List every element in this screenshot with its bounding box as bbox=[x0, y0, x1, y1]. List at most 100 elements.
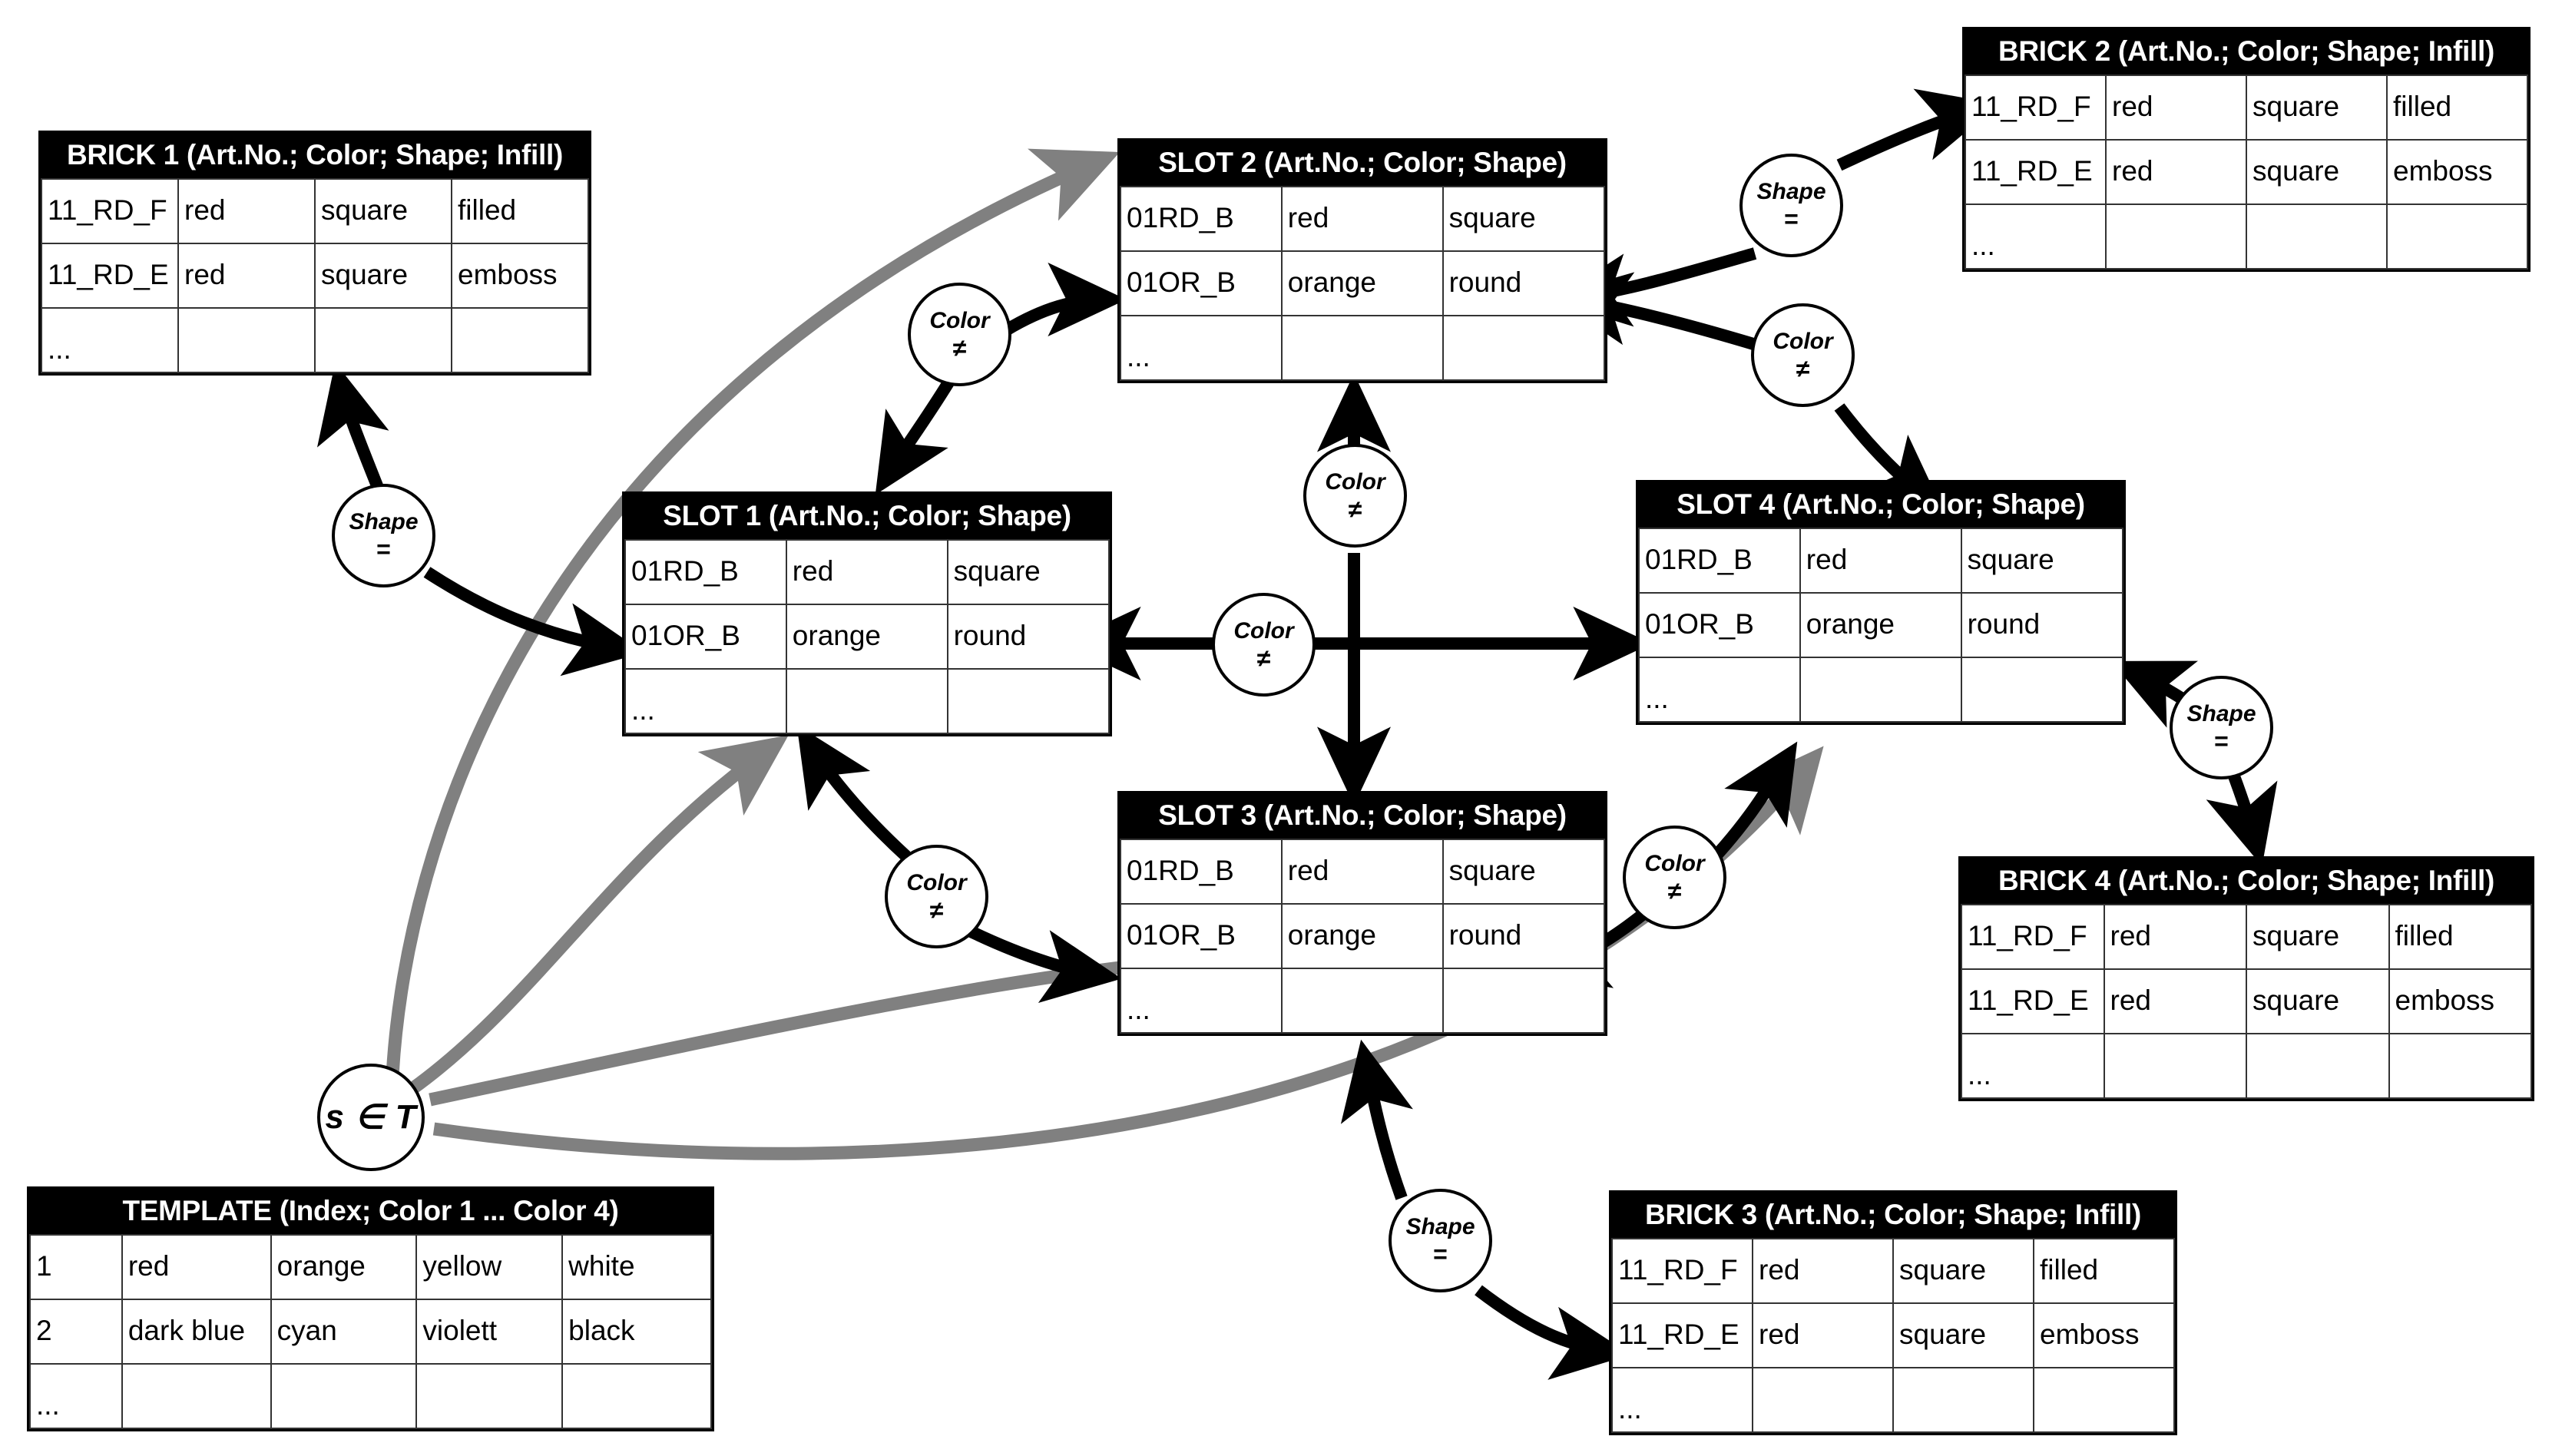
cell: ... bbox=[41, 307, 179, 373]
cell: white bbox=[561, 1234, 712, 1300]
table-brick3-header: BRICK 3 (Art.No.; Color; Shape; Infill) bbox=[1611, 1193, 2175, 1238]
cell bbox=[785, 668, 948, 734]
table-row: 01OR_B orange round bbox=[1638, 592, 2124, 658]
constraint-node-color-slot2-slot3[interactable]: Color ≠ bbox=[1303, 444, 1407, 548]
cell: square bbox=[314, 178, 452, 244]
constraint-node-color-slot2-slot4[interactable]: Color ≠ bbox=[1751, 303, 1855, 407]
cell bbox=[2103, 1033, 2247, 1099]
constraint-operator: = bbox=[1784, 204, 1799, 233]
cell: red bbox=[1280, 186, 1444, 252]
table-row: ... bbox=[1611, 1367, 2175, 1433]
table-row: ... bbox=[1120, 968, 1606, 1034]
constraint-node-shape-brick2[interactable]: Shape = bbox=[1739, 154, 1843, 257]
table-row: 01RD_B red square bbox=[1120, 839, 1606, 905]
table-brick1-header: BRICK 1 (Art.No.; Color; Shape; Infill) bbox=[41, 133, 589, 178]
constraint-operator: ≠ bbox=[929, 895, 944, 924]
cell bbox=[451, 307, 589, 373]
cell: square bbox=[2246, 139, 2388, 205]
cell: red bbox=[121, 1234, 272, 1300]
table-row: ... bbox=[1965, 204, 2528, 270]
table-brick1-body: 11_RD_F red square filled 11_RD_E red sq… bbox=[41, 178, 589, 373]
cell: 11_RD_F bbox=[41, 178, 179, 244]
table-slot4-header: SLOT 4 (Art.No.; Color; Shape) bbox=[1638, 482, 2123, 528]
cell: 01RD_B bbox=[1120, 839, 1283, 905]
cell: ... bbox=[1638, 657, 1801, 723]
cell bbox=[1280, 315, 1444, 381]
table-slot2: SLOT 2 (Art.No.; Color; Shape) 01RD_B re… bbox=[1117, 138, 1607, 383]
constraint-attribute: Color bbox=[1773, 328, 1833, 354]
constraint-node-color-slot1-slot2[interactable]: Color ≠ bbox=[908, 283, 1011, 386]
cell: red bbox=[785, 539, 948, 605]
edge-set-to-slot1 bbox=[409, 735, 789, 1094]
cell: 01OR_B bbox=[1120, 903, 1283, 969]
cell: emboss bbox=[451, 243, 589, 309]
constraint-node-color-slot1-slot3[interactable]: Color ≠ bbox=[885, 845, 988, 948]
cell: square bbox=[2246, 74, 2388, 141]
cell: square bbox=[1442, 839, 1606, 905]
cell: red bbox=[177, 243, 316, 309]
constraint-attribute: Shape bbox=[1756, 178, 1826, 204]
constraint-attribute: Shape bbox=[2186, 700, 2256, 726]
table-brick2-body: 11_RD_F red square filled 11_RD_E red sq… bbox=[1965, 74, 2528, 270]
cell bbox=[177, 307, 316, 373]
table-brick4-header: BRICK 4 (Art.No.; Color; Shape; Infill) bbox=[1961, 859, 2532, 904]
constraint-node-shape-brick1[interactable]: Shape = bbox=[332, 484, 435, 587]
cell: filled bbox=[2386, 74, 2528, 141]
cell: orange bbox=[1280, 250, 1444, 316]
cell bbox=[121, 1363, 272, 1429]
table-row: 11_RD_E red square emboss bbox=[1961, 968, 2532, 1034]
table-slot2-header: SLOT 2 (Art.No.; Color; Shape) bbox=[1120, 141, 1605, 186]
cell: round bbox=[1442, 903, 1606, 969]
cell: ... bbox=[29, 1363, 123, 1429]
cell: square bbox=[946, 539, 1111, 605]
constraint-node-color-slot1-slot4[interactable]: Color ≠ bbox=[1212, 593, 1316, 697]
cell: square bbox=[314, 243, 452, 309]
cell: red bbox=[2103, 968, 2247, 1034]
table-slot1-body: 01RD_B red square 01OR_B orange round ..… bbox=[624, 539, 1111, 734]
cell: round bbox=[1960, 592, 2124, 658]
table-brick3-body: 11_RD_F red square filled 11_RD_E red sq… bbox=[1611, 1238, 2175, 1433]
constraint-attribute: Color bbox=[1233, 617, 1294, 644]
cell bbox=[1280, 968, 1444, 1034]
constraint-operator: ≠ bbox=[952, 333, 967, 362]
table-row: ... bbox=[1120, 315, 1606, 381]
table-slot1: SLOT 1 (Art.No.; Color; Shape) 01RD_B re… bbox=[622, 491, 1112, 736]
cell: 1 bbox=[29, 1234, 123, 1300]
cell: emboss bbox=[2386, 139, 2528, 205]
constraint-attribute: Color bbox=[906, 869, 967, 895]
constraint-node-shape-brick4[interactable]: Shape = bbox=[2170, 676, 2273, 779]
cell: 11_RD_E bbox=[1611, 1302, 1753, 1368]
cell bbox=[415, 1363, 564, 1429]
cell: ... bbox=[624, 668, 787, 734]
table-slot1-header: SLOT 1 (Art.No.; Color; Shape) bbox=[624, 494, 1110, 539]
table-row: 01OR_B orange round bbox=[624, 604, 1111, 670]
cell bbox=[1442, 315, 1606, 381]
constraint-operator: = bbox=[376, 534, 391, 563]
cell bbox=[946, 668, 1111, 734]
cell: square bbox=[1442, 186, 1606, 252]
cell: 11_RD_E bbox=[1965, 139, 2107, 205]
constraint-attribute: Color bbox=[1325, 468, 1385, 495]
constraint-node-shape-brick3[interactable]: Shape = bbox=[1389, 1189, 1492, 1292]
table-row: 11_RD_E red square emboss bbox=[41, 243, 589, 309]
cell: square bbox=[1892, 1302, 2034, 1368]
constraint-node-color-slot3-slot4[interactable]: Color ≠ bbox=[1623, 826, 1726, 929]
constraint-operator: ≠ bbox=[1348, 495, 1362, 523]
template-membership-node[interactable]: s ∈ T bbox=[317, 1064, 425, 1171]
cell: yellow bbox=[415, 1234, 564, 1300]
cell: 01RD_B bbox=[624, 539, 787, 605]
edge-color12-to-slot2 bbox=[1002, 263, 1127, 337]
cell bbox=[2246, 1033, 2390, 1099]
table-row: 01OR_B orange round bbox=[1120, 903, 1606, 969]
table-row: ... bbox=[1961, 1033, 2532, 1099]
table-row: 01RD_B red square bbox=[624, 539, 1111, 605]
cell: 11_RD_F bbox=[1961, 904, 2105, 970]
cell: red bbox=[2105, 139, 2247, 205]
cell: 01OR_B bbox=[624, 604, 787, 670]
cell: dark blue bbox=[121, 1299, 272, 1365]
edge-shape3-to-brick3 bbox=[1475, 1285, 1631, 1380]
constraint-attribute: Shape bbox=[1405, 1213, 1475, 1239]
table-slot3-body: 01RD_B red square 01OR_B orange round ..… bbox=[1120, 839, 1606, 1034]
table-slot3-header: SLOT 3 (Art.No.; Color; Shape) bbox=[1120, 793, 1605, 839]
